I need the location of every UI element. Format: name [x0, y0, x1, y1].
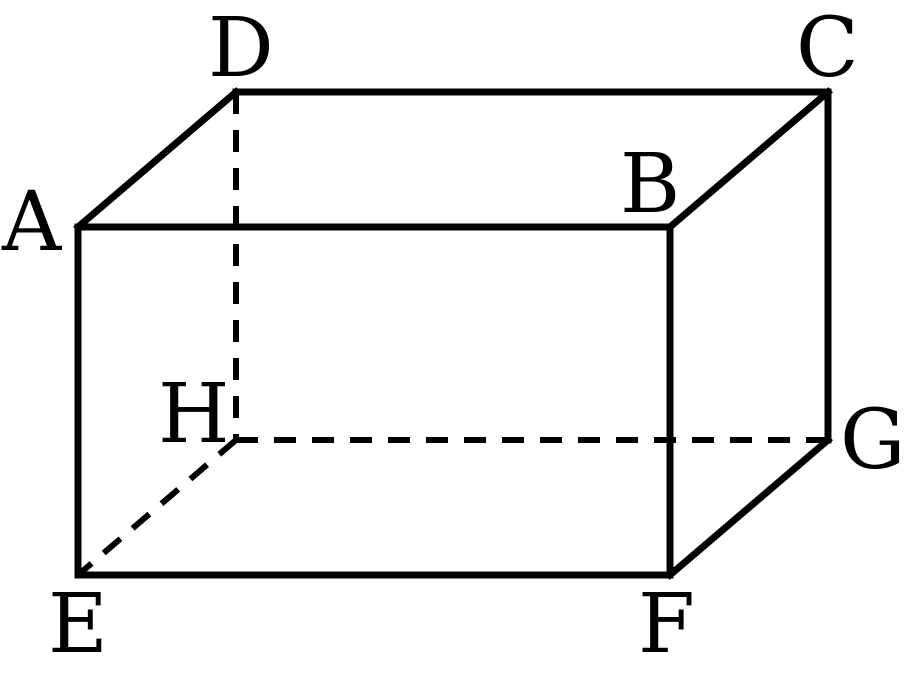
vertex-label-E: E — [48, 577, 108, 672]
edge-BC — [665, 87, 833, 232]
vertex-label-D: D — [208, 1, 274, 96]
vertex-label-C: C — [796, 1, 859, 96]
vertex-label-A: A — [1, 175, 63, 270]
edge-FG — [665, 435, 833, 580]
vertex-label-H: H — [158, 367, 230, 462]
vertex-label-B: B — [620, 137, 680, 232]
vertex-label-F: F — [638, 577, 695, 672]
edge-AD — [73, 87, 241, 232]
edge-HE — [76, 437, 238, 578]
vertex-label-G: G — [840, 393, 906, 488]
